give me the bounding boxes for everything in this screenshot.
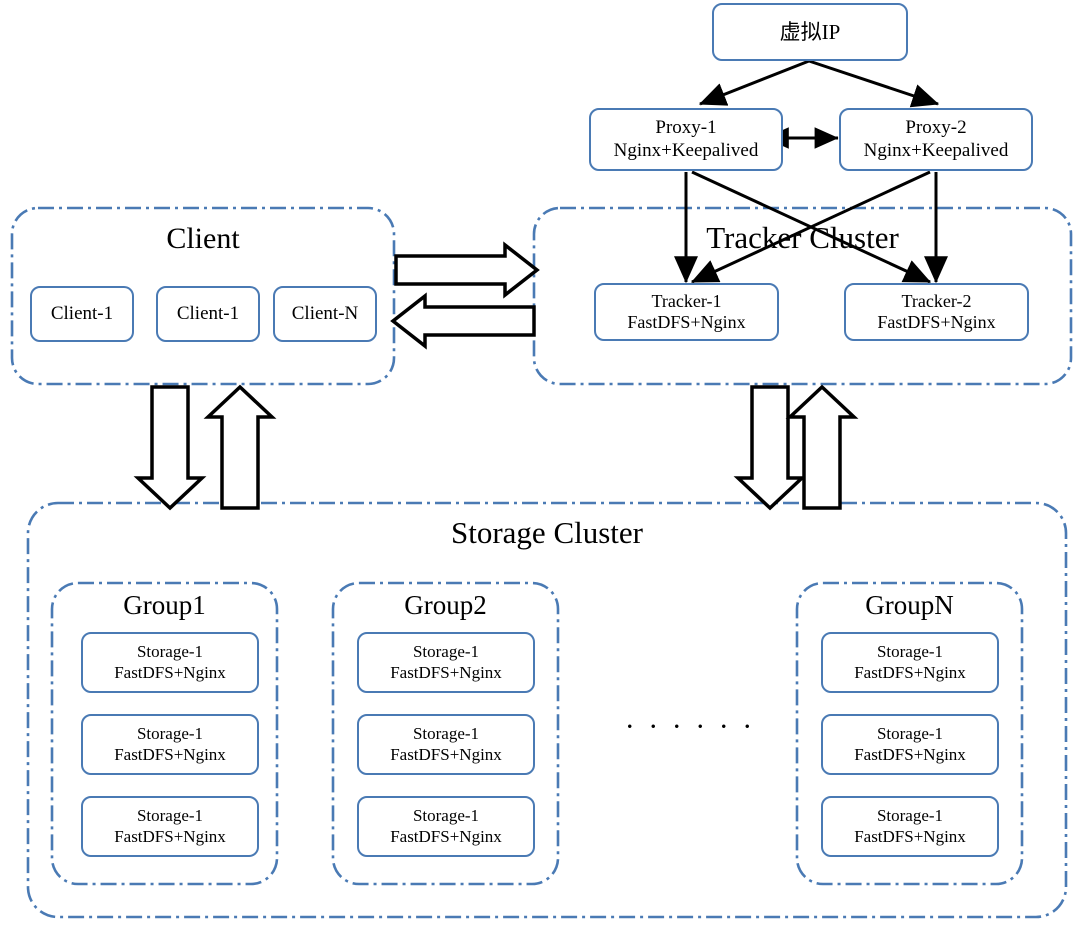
storage-g1-2-name: Storage-1 (136, 724, 204, 744)
node-client-1[interactable]: Client-1 (30, 286, 134, 342)
node-proxy-2[interactable]: Proxy-2 Nginx+Keepalived (839, 108, 1033, 171)
groupn-title: GroupN (865, 590, 954, 620)
node-client-2[interactable]: Client-1 (156, 286, 260, 342)
storage-gn-1-name: Storage-1 (876, 642, 944, 662)
storage-g2-2-stack: FastDFS+Nginx (390, 744, 502, 764)
proxy-1-stack: Nginx+Keepalived (613, 139, 759, 161)
storage-g1-3-stack: FastDFS+Nginx (114, 826, 226, 846)
node-storage-g2-1[interactable]: Storage-1 FastDFS+Nginx (357, 632, 535, 693)
node-storage-g1-3[interactable]: Storage-1 FastDFS+Nginx (81, 796, 259, 857)
client-1-label: Client-1 (50, 302, 114, 324)
block-arrow-client-to-storage (133, 385, 207, 511)
proxy-2-stack: Nginx+Keepalived (863, 139, 1009, 161)
client-2-label: Client-1 (176, 302, 240, 324)
node-proxy-1[interactable]: Proxy-1 Nginx+Keepalived (589, 108, 783, 171)
client-zone-title: Client (166, 222, 240, 255)
storage-zone-title: Storage Cluster (451, 515, 643, 550)
tracker-zone-title: Tracker Cluster (706, 220, 899, 255)
storage-gn-2-stack: FastDFS+Nginx (854, 744, 966, 764)
node-tracker-1[interactable]: Tracker-1 FastDFS+Nginx (594, 283, 779, 341)
node-tracker-2[interactable]: Tracker-2 FastDFS+Nginx (844, 283, 1029, 341)
block-arrow-tracker-to-storage (733, 385, 807, 511)
arrow-vip-to-proxy2 (808, 59, 940, 108)
storage-gn-2-name: Storage-1 (876, 724, 944, 744)
block-arrow-storage-to-tracker (785, 384, 859, 510)
tracker-1-name: Tracker-1 (651, 290, 722, 311)
group2-title: Group2 (404, 590, 487, 620)
block-arrow-client-to-tracker (394, 241, 540, 299)
client-n-label: Client-N (291, 302, 359, 324)
storage-g2-1-stack: FastDFS+Nginx (390, 662, 502, 682)
node-storage-g2-2[interactable]: Storage-1 FastDFS+Nginx (357, 714, 535, 775)
groups-ellipsis: · · · · · · (624, 710, 756, 743)
node-virtual-ip[interactable]: 虚拟IP (712, 3, 908, 61)
storage-g2-3-name: Storage-1 (412, 806, 480, 826)
node-storage-g1-2[interactable]: Storage-1 FastDFS+Nginx (81, 714, 259, 775)
proxy-2-name: Proxy-2 (905, 117, 967, 139)
storage-g1-1-name: Storage-1 (136, 642, 204, 662)
node-storage-gn-1[interactable]: Storage-1 FastDFS+Nginx (821, 632, 999, 693)
proxy-1-name: Proxy-1 (655, 117, 717, 139)
storage-g2-3-stack: FastDFS+Nginx (390, 826, 502, 846)
group1-title: Group1 (123, 590, 206, 620)
node-client-n[interactable]: Client-N (273, 286, 377, 342)
arrow-vip-to-proxy1 (698, 59, 810, 106)
storage-g2-1-name: Storage-1 (412, 642, 480, 662)
virtual-ip-label: 虚拟IP (779, 19, 841, 44)
storage-g2-2-name: Storage-1 (412, 724, 480, 744)
node-storage-g2-3[interactable]: Storage-1 FastDFS+Nginx (357, 796, 535, 857)
node-storage-gn-3[interactable]: Storage-1 FastDFS+Nginx (821, 796, 999, 857)
storage-g1-3-name: Storage-1 (136, 806, 204, 826)
storage-g1-1-stack: FastDFS+Nginx (114, 662, 226, 682)
block-arrow-storage-to-client (203, 384, 277, 510)
tracker-1-stack: FastDFS+Nginx (627, 312, 746, 332)
storage-gn-3-name: Storage-1 (876, 806, 944, 826)
node-storage-gn-2[interactable]: Storage-1 FastDFS+Nginx (821, 714, 999, 775)
storage-gn-1-stack: FastDFS+Nginx (854, 662, 966, 682)
tracker-2-name: Tracker-2 (901, 290, 972, 311)
block-arrow-tracker-to-client (390, 292, 536, 350)
storage-g1-2-stack: FastDFS+Nginx (114, 744, 226, 764)
storage-gn-3-stack: FastDFS+Nginx (854, 826, 966, 846)
node-storage-g1-1[interactable]: Storage-1 FastDFS+Nginx (81, 632, 259, 693)
tracker-2-stack: FastDFS+Nginx (877, 312, 996, 332)
